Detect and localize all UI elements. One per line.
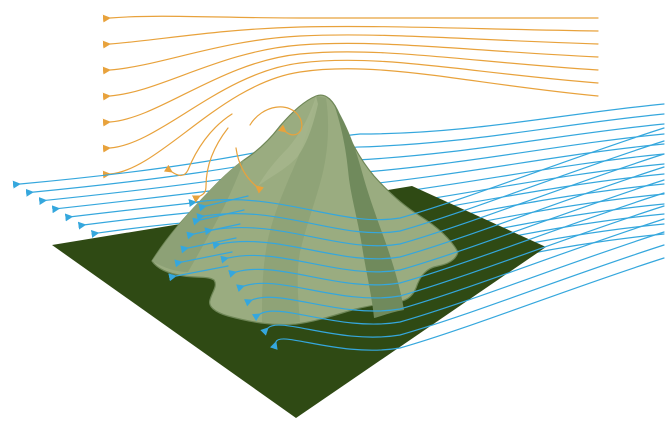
eddy-curl xyxy=(235,147,264,194)
mountain-ridge-center xyxy=(262,96,329,324)
lower-streamline xyxy=(251,231,665,325)
upper-streamline xyxy=(102,14,599,23)
lower-airflow-streamlines xyxy=(168,127,665,351)
upper-streamline xyxy=(102,25,599,49)
lower-streamline xyxy=(236,205,665,299)
lower-streamline xyxy=(188,127,665,221)
upper-streamline xyxy=(102,51,599,127)
flank-arrow xyxy=(192,209,245,226)
lower-streamline xyxy=(12,103,665,189)
mountain-ridge-right xyxy=(334,104,404,318)
eddy-curl xyxy=(163,113,233,177)
flank-arrow xyxy=(174,251,233,268)
lower-streamline xyxy=(204,153,665,247)
upper-airflow-streamlines xyxy=(102,14,599,179)
upper-streamline xyxy=(102,34,599,75)
lower-streamline xyxy=(212,166,665,260)
upper-streamline xyxy=(102,59,599,153)
lower-streamline xyxy=(196,140,665,234)
lower-streamline xyxy=(228,192,665,286)
flank-arrow xyxy=(198,195,249,212)
eddy-curl xyxy=(191,127,229,203)
flank-arrow xyxy=(180,237,237,254)
lower-streamline xyxy=(269,257,665,351)
lower-streamline xyxy=(260,244,665,338)
upper-streamline xyxy=(102,68,599,179)
eddy-curl xyxy=(249,106,303,136)
lower-streamline xyxy=(25,113,665,197)
flank-arrow xyxy=(168,265,229,282)
mountain-highlight xyxy=(258,96,318,186)
lee-eddy-arrows xyxy=(163,106,303,203)
lower-streamline xyxy=(220,179,665,273)
lower-streamline xyxy=(243,218,665,312)
flank-arrow xyxy=(186,223,241,240)
upper-streamline xyxy=(102,42,599,101)
